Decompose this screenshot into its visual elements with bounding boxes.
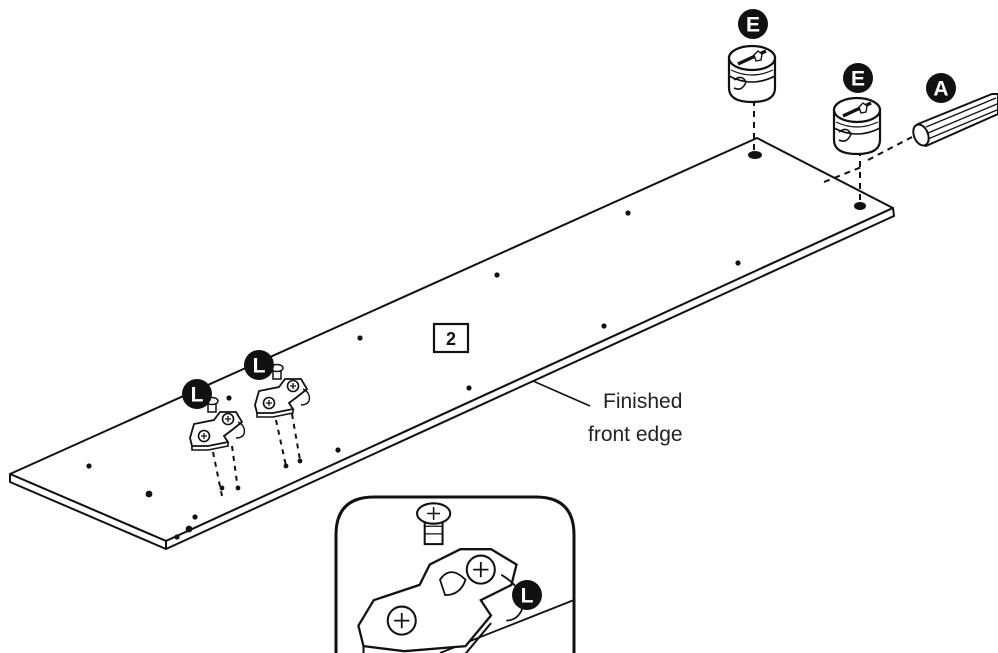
dowel: A: [912, 73, 998, 148]
callout-letter-dowel: A: [933, 78, 948, 101]
callout-letter-cam-1: E: [746, 14, 760, 37]
callout-letter-hinge-1: L: [191, 384, 204, 407]
hinge-plate-2: L: [244, 350, 311, 467]
edge-note-line2: front edge: [588, 423, 683, 446]
panel-number: 2: [446, 329, 456, 349]
callout-letter-hinge-detail: L: [521, 585, 534, 608]
front-edge-callout: Finished front edge: [532, 380, 683, 446]
callout-letter-hinge-2: L: [253, 355, 266, 378]
detail-inset: L: [334, 495, 576, 653]
panel-holes: [86, 151, 866, 540]
panel-left-edge: [9, 473, 167, 550]
cam-lock-2: E: [823, 63, 913, 200]
panel-number-box: 2: [432, 322, 470, 354]
cam-lock-1: E: [727, 9, 777, 150]
callout-letter-cam-2: E: [851, 68, 865, 91]
hinge-plate-1: L: [182, 379, 246, 497]
edge-note-line1: Finished: [603, 390, 682, 413]
